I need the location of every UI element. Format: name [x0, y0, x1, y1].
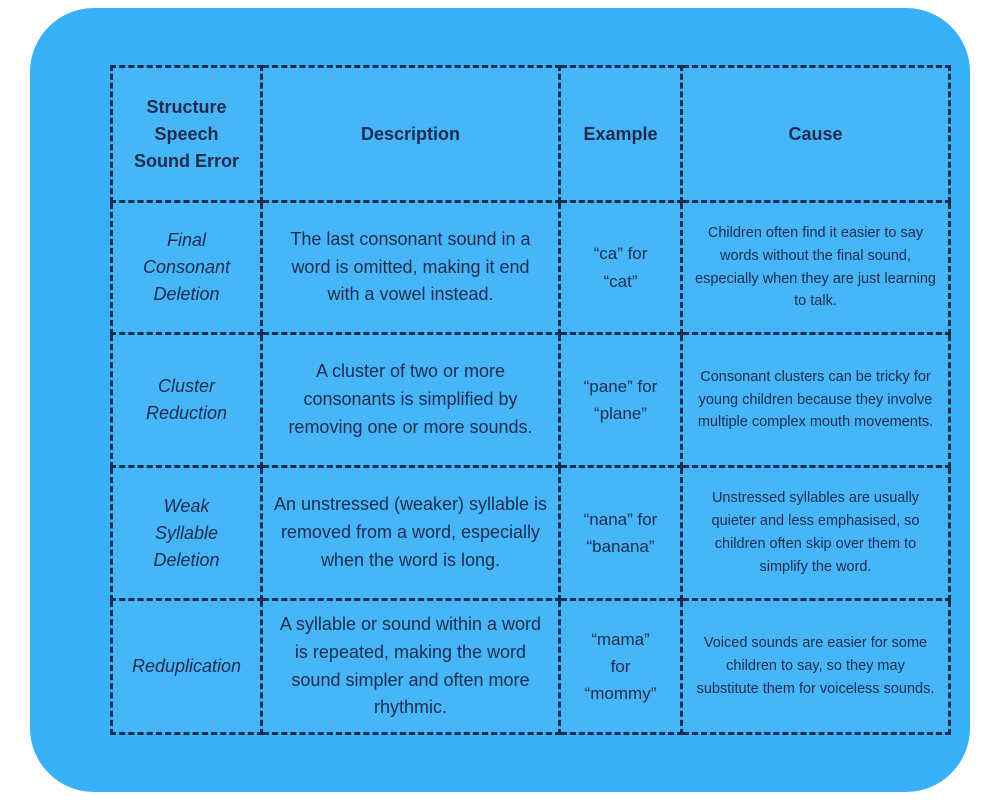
example-cell: “ca” for “cat” — [558, 200, 683, 335]
example-cell: “pane” for “plane” — [558, 332, 683, 468]
table-row: Final Consonant Deletion The last conson… — [110, 200, 951, 335]
error-name-cell: Reduplication — [110, 598, 263, 735]
error-name-cell: Weak Syllable Deletion — [110, 465, 263, 601]
header-description: Description — [260, 65, 561, 203]
description-cell: The last consonant sound in a word is om… — [260, 200, 561, 335]
example-cell: “mama” for “mommy” — [558, 598, 683, 735]
header-example: Example — [558, 65, 683, 203]
speech-sound-error-table: Structure Speech Sound Error Description… — [110, 65, 951, 735]
cause-cell: Voiced sounds are easier for some childr… — [680, 598, 951, 735]
description-cell: A syllable or sound within a word is rep… — [260, 598, 561, 735]
table-row: Cluster Reduction A cluster of two or mo… — [110, 332, 951, 468]
header-cause: Cause — [680, 65, 951, 203]
description-cell: A cluster of two or more consonants is s… — [260, 332, 561, 468]
speech-sound-error-table-wrap: Structure Speech Sound Error Description… — [110, 65, 951, 735]
cause-cell: Consonant clusters can be tricky for you… — [680, 332, 951, 468]
table-row: Reduplication A syllable or sound within… — [110, 598, 951, 735]
error-name-cell: Final Consonant Deletion — [110, 200, 263, 335]
description-cell: An unstressed (weaker) syllable is remov… — [260, 465, 561, 601]
cause-cell: Children often find it easier to say wor… — [680, 200, 951, 335]
error-name-cell: Cluster Reduction — [110, 332, 263, 468]
cause-cell: Unstressed syllables are usually quieter… — [680, 465, 951, 601]
header-structure-speech-sound-error: Structure Speech Sound Error — [110, 65, 263, 203]
example-cell: “nana” for “banana” — [558, 465, 683, 601]
header-row: Structure Speech Sound Error Description… — [110, 65, 951, 203]
blue-rounded-card: Structure Speech Sound Error Description… — [30, 8, 970, 792]
table-row: Weak Syllable Deletion An unstressed (we… — [110, 465, 951, 601]
